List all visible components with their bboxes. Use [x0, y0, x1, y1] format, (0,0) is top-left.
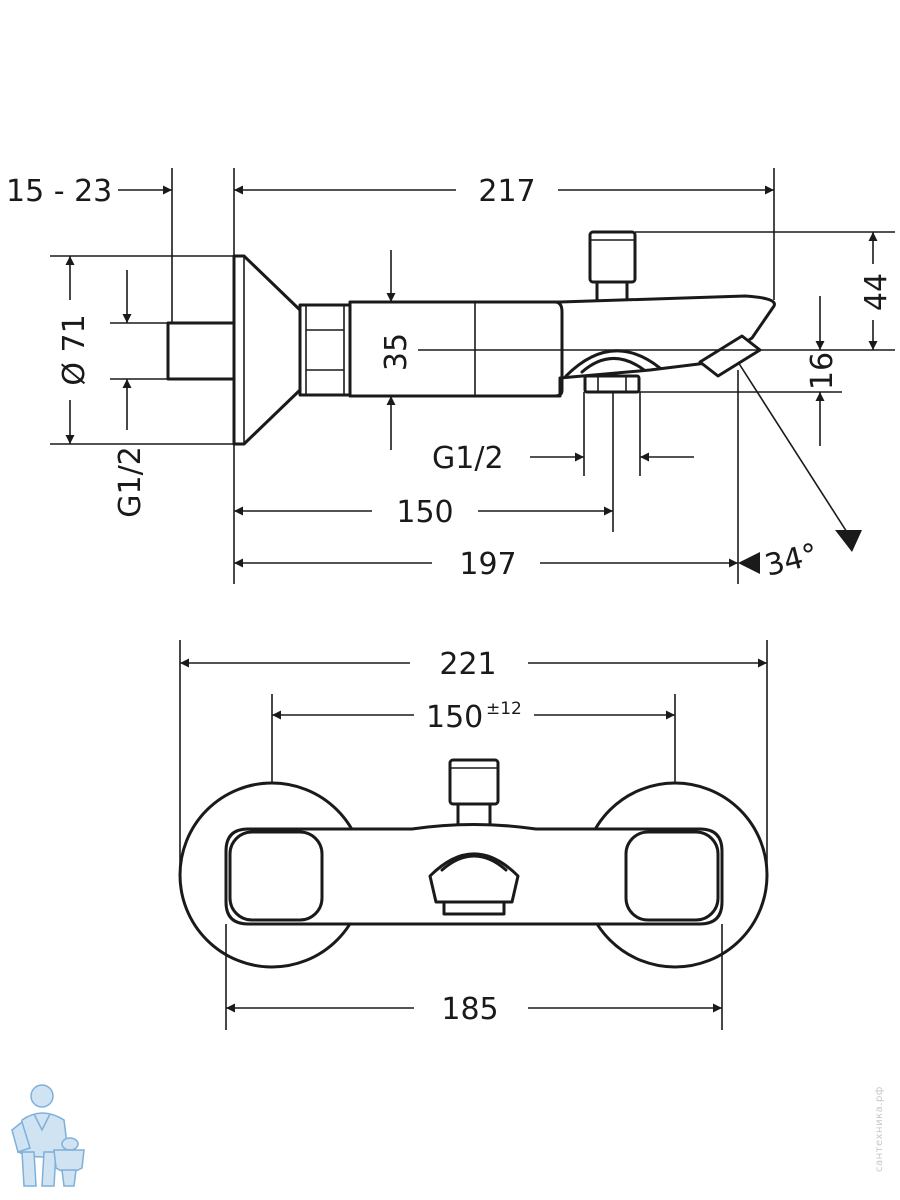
dim-diverter-height-label: 44 — [859, 273, 894, 311]
dim-to-spout-label: 197 — [459, 547, 516, 582]
dim-body-height-label: 35 — [379, 333, 414, 371]
dim-overall-width-label: 221 — [439, 647, 496, 682]
dim-connection-bottom-label: G1/2 — [432, 441, 504, 476]
hex-nut — [298, 303, 352, 397]
dim-total-length-label: 217 — [478, 174, 535, 209]
dim-body-width: 185 — [226, 992, 722, 1027]
dim-connection-left-label: G1/2 — [113, 446, 148, 518]
dim-center-tolerance-label: ±12 — [486, 699, 522, 719]
dim-diameter-label: Ø 71 — [57, 314, 92, 385]
plumber-mascot-logo — [11, 1084, 85, 1187]
dim-center-distance-label: 150 — [426, 700, 483, 735]
dim-total-length: 217 — [234, 174, 774, 209]
extension-lines — [50, 168, 895, 584]
dim-body-width-label: 185 — [441, 992, 498, 1027]
dim-to-outlet: 150 — [234, 495, 613, 530]
diverter-knob-front — [448, 758, 500, 830]
wall-connector — [166, 321, 236, 381]
side-view: 15 - 23 217 Ø 71 G1/2 35 — [6, 168, 895, 584]
dim-body-height: 35 — [379, 250, 414, 450]
dim-diverter-height: 44 — [859, 232, 894, 350]
dim-spout-drop-label: 16 — [805, 352, 840, 390]
dim-center-distance: 150 ±12 — [272, 699, 675, 735]
dim-to-spout: 197 — [234, 547, 738, 582]
dim-diameter: Ø 71 — [57, 256, 92, 444]
dim-spout-angle: 34° — [738, 530, 862, 584]
mixer-body — [348, 294, 776, 398]
dim-spout-drop: 16 — [805, 296, 840, 446]
dim-wall-range: 15 - 23 — [6, 174, 172, 209]
dim-connection-bottom: G1/2 — [432, 441, 694, 476]
watermark-text: сантехника.рф — [874, 1086, 885, 1172]
handle-right — [624, 830, 720, 922]
diverter-knob — [588, 230, 637, 304]
dim-wall-range-label: 15 - 23 — [6, 174, 112, 209]
wall-flange — [232, 254, 302, 446]
front-view: 221 150 ±12 185 — [178, 640, 769, 1030]
dim-connection-left: G1/2 — [113, 270, 148, 518]
dim-overall-width: 221 — [180, 647, 767, 682]
bath-outlet — [564, 349, 662, 394]
bath-outlet-front — [428, 852, 520, 916]
dim-to-outlet-label: 150 — [396, 495, 453, 530]
dim-spout-angle-label: 34° — [761, 537, 821, 584]
handle-left — [228, 830, 324, 922]
